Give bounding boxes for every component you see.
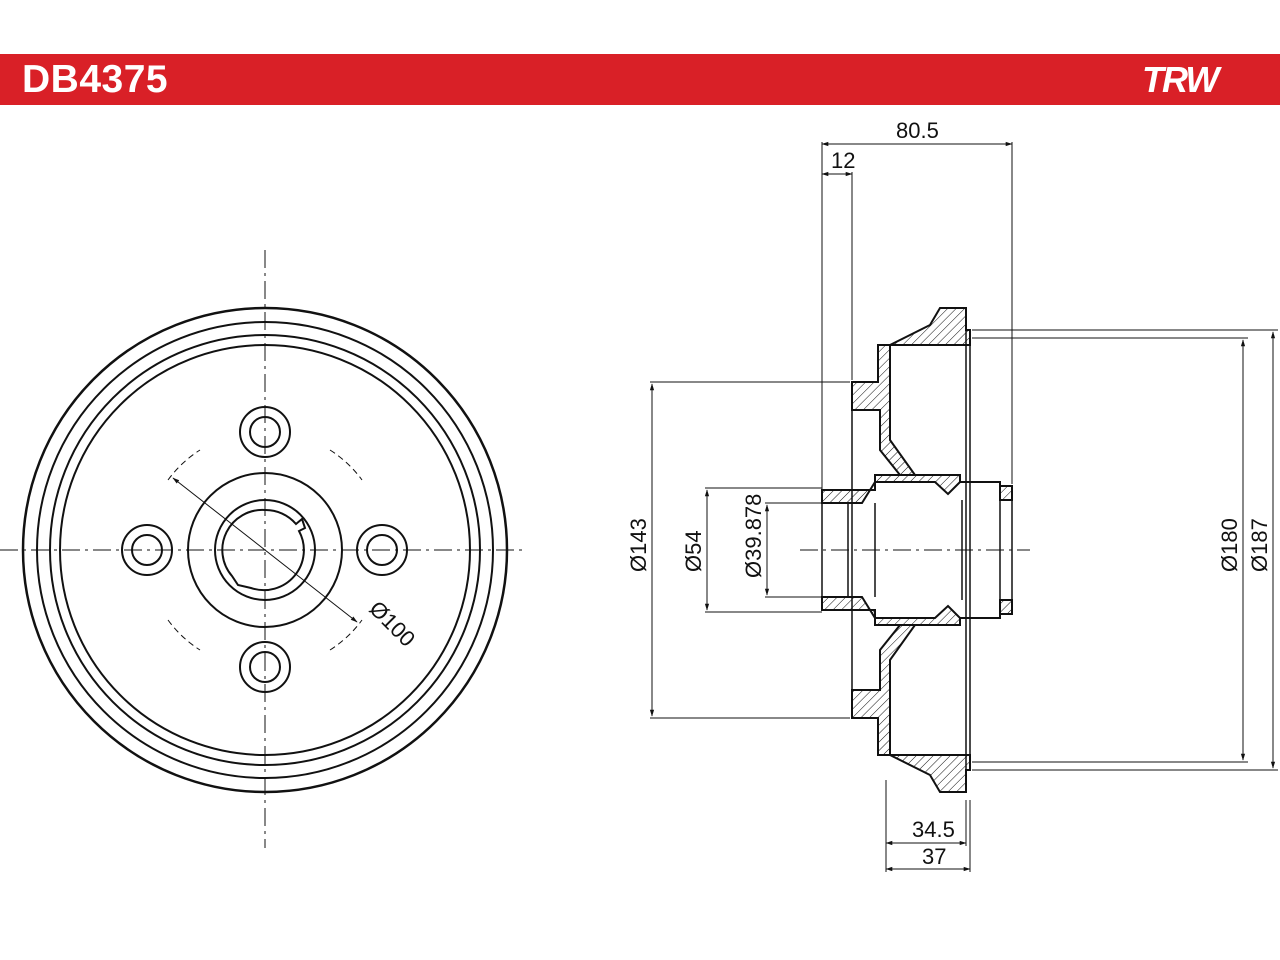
- section-upper: [821, 307, 1013, 504]
- stud-hole-left-inner: [131, 534, 163, 566]
- stud-hole-left: [121, 524, 173, 576]
- stud-hole-right-inner: [366, 534, 398, 566]
- dim-54-label: Ø54: [681, 530, 706, 572]
- front-center-lines: [0, 250, 525, 848]
- pcd-dimension-line: [172, 477, 358, 623]
- title-bar: DB4375 TRW: [0, 54, 1280, 105]
- dim-180-label: Ø180: [1217, 518, 1242, 572]
- dim-80-5-label: 80.5: [896, 118, 939, 143]
- drum-inner-ring: [59, 344, 471, 756]
- dim-34-5-label: 34.5: [912, 817, 955, 842]
- drum-groove-ring: [49, 334, 481, 766]
- stud-hole-top: [239, 406, 291, 458]
- pcd-arcs: [167, 449, 363, 651]
- trw-logo: TRW: [1142, 59, 1219, 100]
- section-lower: [821, 596, 1013, 793]
- part-number: DB4375: [22, 58, 169, 101]
- pcd-label: Ø100: [364, 596, 420, 652]
- dim-187-label: Ø187: [1247, 518, 1272, 572]
- drum-lip-ring: [36, 321, 494, 779]
- dim-39-878-label: Ø39.878: [741, 494, 766, 578]
- stud-hole-bottom: [239, 641, 291, 693]
- stud-hole-bottom-inner: [249, 651, 281, 683]
- dim-143-label: Ø143: [626, 518, 651, 572]
- drum-outer-edge: [21, 306, 509, 794]
- front-view: [0, 250, 525, 848]
- stud-holes: [121, 406, 408, 693]
- dim-12-label: 12: [831, 148, 855, 173]
- stud-hole-top-inner: [249, 416, 281, 448]
- dim-37-label: 37: [922, 844, 946, 869]
- side-section-view: [800, 307, 1030, 793]
- dimension-lines: [649, 141, 1278, 872]
